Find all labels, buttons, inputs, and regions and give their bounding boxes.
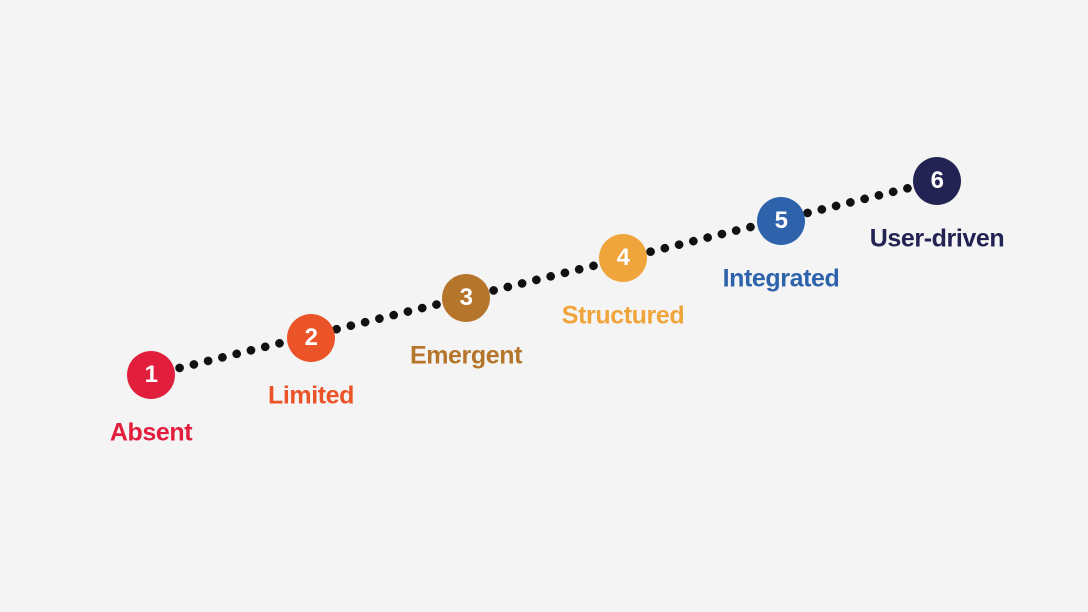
step-circle-absent: 1 xyxy=(127,351,175,399)
step-number: 2 xyxy=(304,324,318,351)
step-number: 5 xyxy=(774,207,788,234)
step-label: Limited xyxy=(267,381,355,410)
step-number: 1 xyxy=(144,361,158,388)
step-label: Absent xyxy=(109,418,193,447)
step-label: Emergent xyxy=(409,341,523,370)
step-circle-integrated: 5 xyxy=(757,197,805,245)
connector-line-path xyxy=(146,176,942,380)
step-label: Structured xyxy=(561,301,685,330)
step-label: Integrated xyxy=(722,264,840,293)
step-circle-limited: 2 xyxy=(287,314,335,362)
step-label: User-driven xyxy=(869,224,1005,253)
step-circle-user-driven: 6 xyxy=(913,157,961,205)
step-number: 3 xyxy=(459,284,473,311)
step-number: 6 xyxy=(930,167,944,194)
step-number: 4 xyxy=(616,244,630,271)
step-circle-emergent: 3 xyxy=(442,274,490,322)
step-circle-structured: 4 xyxy=(599,234,647,282)
